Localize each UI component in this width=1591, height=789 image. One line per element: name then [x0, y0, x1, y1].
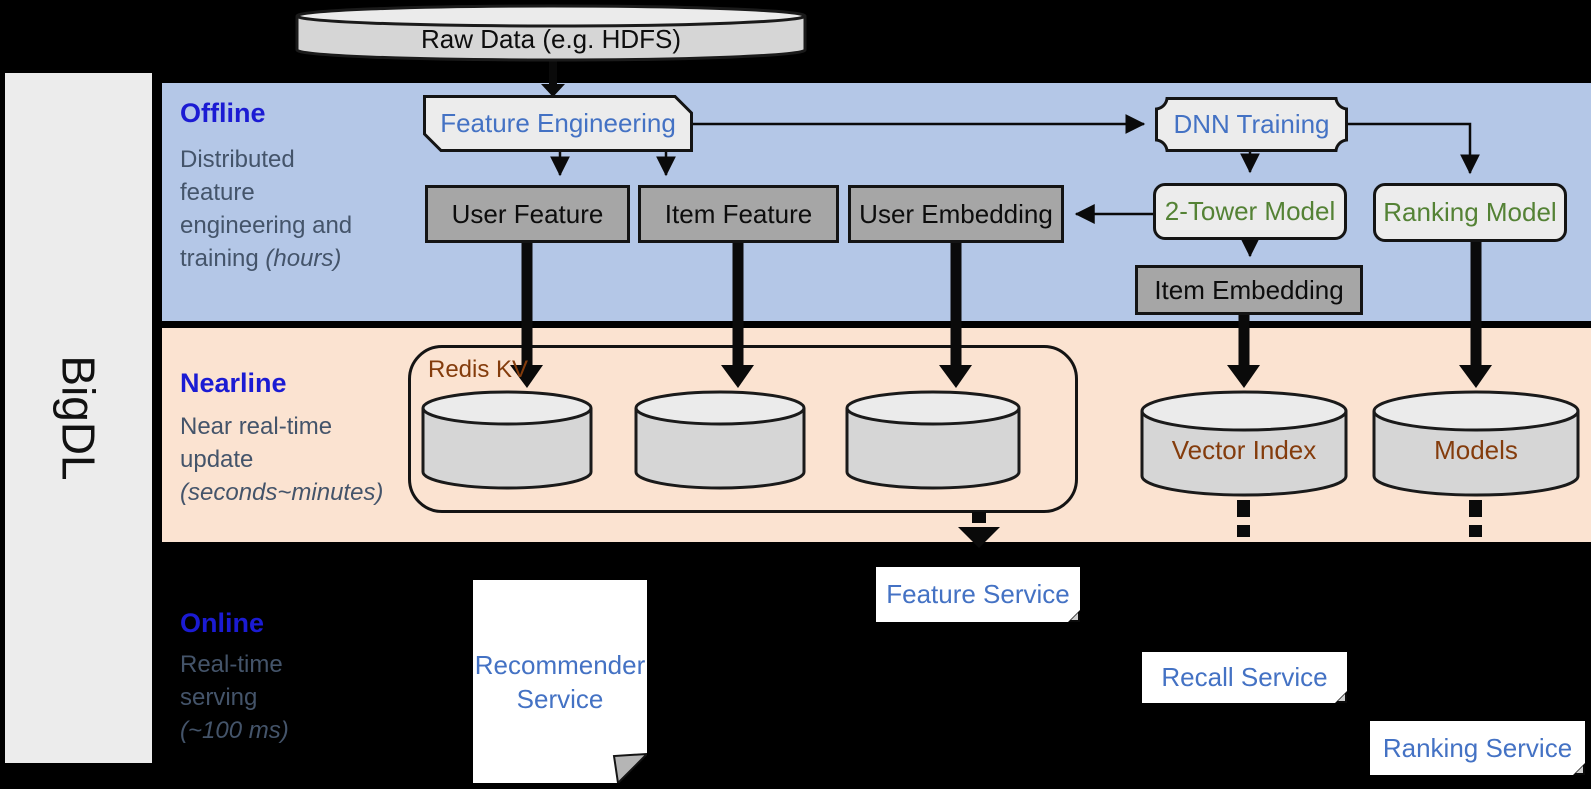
models-cylinder: Models	[1372, 390, 1580, 497]
raw-data-cylinder: Raw Data (e.g. HDFS)	[295, 4, 807, 62]
feature-service-label: Feature Service	[886, 579, 1070, 609]
cylinder-shape	[845, 390, 1021, 490]
nearline-title: Nearline	[180, 368, 287, 398]
user-feature-node: User Feature	[425, 185, 630, 243]
online-desc-line3: (~100 ms)	[180, 717, 289, 744]
ranking-model-label: Ranking Model	[1383, 197, 1557, 227]
document-shape	[473, 580, 647, 783]
redis-kv-label: Redis KV	[428, 356, 529, 383]
cylinder-shape	[1140, 390, 1348, 497]
models-label: Models	[1434, 434, 1518, 465]
recall-service-node: Recall Service	[1142, 652, 1347, 703]
offline-desc-line1: Distributed	[180, 146, 295, 173]
two-tower-model-label: 2-Tower Model	[1164, 196, 1336, 226]
item-embedding-label: Item Embedding	[1154, 274, 1344, 305]
dnn-training-node: DNN Training	[1155, 97, 1348, 152]
recommender-service-node: Recommender Service	[473, 580, 647, 783]
redis-cylinder-2	[634, 390, 806, 490]
snip-corner-shape	[423, 95, 693, 152]
redis-cylinder-3	[845, 390, 1021, 490]
nearline-desc-line2: update	[180, 446, 254, 473]
recall-service-label: Recall Service	[1161, 662, 1328, 692]
bigdl-brand-label: BigDL	[52, 355, 105, 481]
offline-desc-line4: training (hours)	[180, 245, 342, 272]
online-desc-line2: serving	[180, 684, 258, 711]
ranking-service-label: Ranking Service	[1382, 732, 1573, 763]
vector-index-label: Vector Index	[1171, 434, 1317, 465]
user-embedding-label: User Embedding	[859, 198, 1053, 229]
item-embedding-node: Item Embedding	[1135, 265, 1363, 315]
recommender-service-label: Recommender Service	[474, 649, 646, 714]
nearline-description: Near real-time update (seconds~minutes)	[180, 410, 383, 509]
nearline-desc-line3: (seconds~minutes)	[180, 479, 384, 506]
item-feature-node: Item Feature	[638, 185, 839, 243]
dnn-training-label: DNN Training	[1173, 109, 1330, 139]
online-description: Real-time serving (~100 ms)	[180, 648, 289, 747]
feature-service-node: Feature Service	[876, 567, 1080, 622]
folded-corner	[1068, 610, 1080, 622]
cylinder-shape	[421, 390, 593, 490]
offline-title: Offline	[180, 98, 266, 128]
ranking-model-node: Ranking Model	[1373, 183, 1567, 242]
offline-desc-line3: engineering and	[180, 212, 353, 239]
bigdl-sidebar: BigDL	[5, 73, 152, 763]
vector-index-cylinder: Vector Index	[1140, 390, 1348, 497]
plaque-shape	[1155, 97, 1348, 152]
cylinder-shape	[295, 4, 807, 62]
two-tower-model-node: 2-Tower Model	[1153, 183, 1347, 240]
raw-data-label: Raw Data (e.g. HDFS)	[420, 23, 682, 54]
online-title: Online	[180, 608, 265, 638]
cylinder-shape	[1372, 390, 1580, 497]
offline-description: Distributed feature engineering and trai…	[180, 143, 352, 275]
folded-corner	[1573, 763, 1585, 775]
online-desc-line1: Real-time	[180, 651, 283, 678]
item-feature-label: Item Feature	[664, 198, 813, 229]
user-embedding-node: User Embedding	[848, 185, 1064, 243]
ranking-service-node: Ranking Service	[1370, 721, 1585, 775]
cylinder-shape	[634, 390, 806, 490]
feature-engineering-node: Feature Engineering	[423, 95, 693, 152]
folded-corner	[1335, 691, 1347, 703]
nearline-desc-line1: Near real-time	[180, 413, 333, 440]
user-feature-label: User Feature	[451, 198, 604, 229]
feature-engineering-label: Feature Engineering	[440, 108, 676, 138]
offline-desc-line2: feature	[180, 179, 255, 206]
redis-cylinder-1	[421, 390, 593, 490]
